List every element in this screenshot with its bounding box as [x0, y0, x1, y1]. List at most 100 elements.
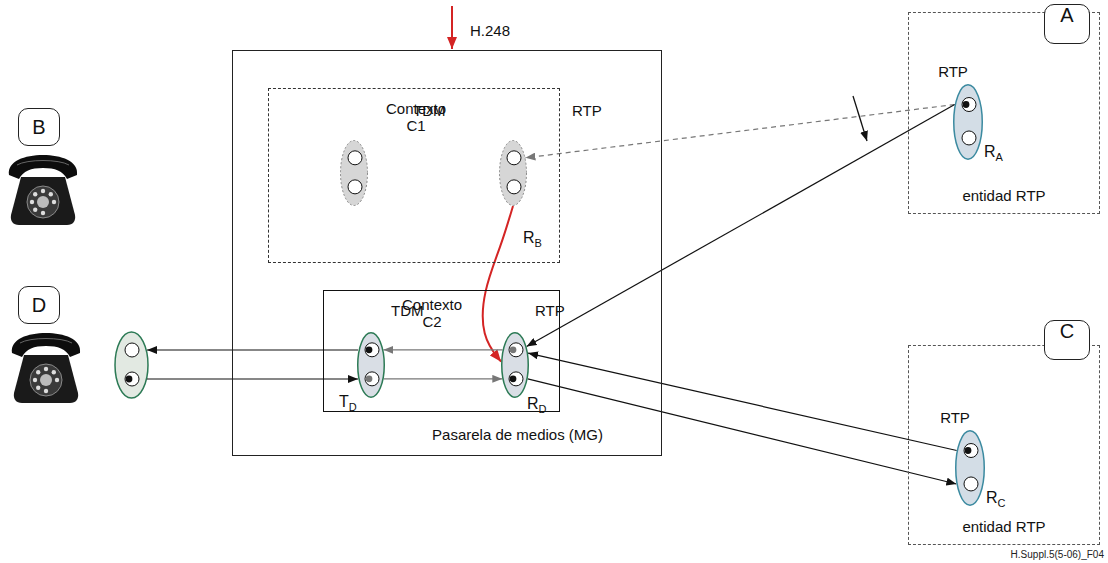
telephone-icon [9, 155, 77, 179]
port-circle [348, 180, 362, 194]
termination-type: RTP [940, 409, 970, 497]
termination-outline [954, 85, 983, 160]
telephone-icon [11, 177, 75, 225]
port-circle [509, 372, 523, 386]
termination-outline [341, 141, 368, 206]
termination-type: RTP [938, 63, 968, 151]
party-letter: D [18, 286, 60, 324]
port-dot [366, 375, 373, 382]
telephone-icon [33, 378, 37, 382]
box-label: Contexto C2 [395, 296, 469, 399]
phone-termination [126, 376, 133, 383]
termination-outline [357, 332, 385, 398]
telephone-icon [41, 189, 45, 193]
port-dot [965, 447, 972, 454]
termination: RTPRC [955, 430, 985, 506]
port-circle [964, 477, 978, 491]
termination-outline [955, 430, 985, 506]
figure-id: H.Suppl.5(5-06)_F04 [1011, 549, 1104, 560]
termination-outline [499, 140, 527, 206]
party-letter-text: D [32, 294, 46, 317]
party-letter: A [1044, 4, 1090, 44]
telephone-icon [30, 200, 34, 204]
box-label: Contexto C1 [379, 100, 453, 250]
rtp-entity: ARTPRAentidad RTP [908, 12, 1100, 214]
media-flow-arrow [527, 105, 955, 347]
telephone-icon [52, 370, 56, 374]
context-box: TDMTD RTPRD Contexto C2 [323, 290, 560, 412]
port-dot [963, 101, 970, 108]
line-wire [147, 378, 358, 379]
termination: TDM [340, 140, 368, 206]
phone-termination [125, 343, 139, 357]
rtp-entity: CRTPRCentidad RTP [908, 345, 1100, 545]
telephone-icon [49, 192, 53, 196]
party-letter-text: B [32, 116, 45, 139]
port-circle [509, 372, 523, 386]
port-circle [348, 180, 362, 194]
context-box: TDM RTPRB Contexto C1 [268, 88, 560, 263]
party-letter: C [1044, 320, 1090, 360]
port-circle [365, 343, 379, 357]
termination-outline [358, 333, 385, 398]
port-circle [964, 444, 978, 458]
telephone-icon [37, 196, 49, 208]
media-flow-arrow [384, 378, 503, 379]
phone-termination [125, 372, 139, 386]
termination-outline [956, 431, 985, 506]
port-dot [510, 375, 517, 382]
port-circle [962, 131, 976, 145]
termination-type: RTP [535, 302, 609, 386]
party-letter: B [18, 108, 60, 146]
port-dot [366, 346, 373, 353]
port-circle [365, 372, 379, 386]
port-dot [510, 346, 517, 353]
phone-termination [115, 332, 148, 398]
port-circle [509, 343, 523, 357]
telephone-icon [27, 186, 59, 218]
telephone-icon [44, 389, 48, 393]
move-arrow [853, 96, 867, 141]
termination-outline [501, 332, 529, 398]
telephone-icon [17, 161, 69, 166]
port-circle [962, 98, 976, 112]
port-circle [348, 151, 362, 165]
media-gateway: TDM RTPRB Contexto C1 TDMTD RTPRD Contexto C2… [232, 50, 662, 456]
telephone-icon [55, 378, 59, 382]
phone-termination [115, 332, 148, 398]
telephone-icon [41, 211, 45, 215]
termination: RTPRA [953, 84, 983, 160]
telephone-icon [12, 333, 80, 403]
termination: TDMTD [357, 332, 385, 398]
telephone-icon [14, 355, 78, 403]
telephone-icon [33, 192, 37, 196]
party-letter-text: A [1060, 4, 1073, 27]
termination: RTPRD [501, 332, 529, 398]
telephone-icon [12, 333, 80, 357]
telephone-icon [40, 374, 52, 386]
termination-outline [500, 141, 527, 206]
protocol-label: H.248 [470, 22, 510, 39]
termination: RTPRB [499, 140, 527, 206]
termination-type: RTP [572, 102, 646, 194]
port-circle [507, 151, 521, 165]
box-label: entidad RTP [909, 187, 1099, 204]
telephone-icon [36, 370, 40, 374]
telephone-icon [30, 364, 62, 396]
port-circle [507, 151, 521, 165]
port-circle [507, 180, 521, 194]
port-circle [348, 151, 362, 165]
port-circle [962, 98, 976, 112]
port-circle [509, 343, 523, 357]
party-letter-text: C [1060, 320, 1074, 343]
termination-outline [340, 140, 368, 206]
telephone-icon [36, 386, 40, 390]
port-circle [365, 343, 379, 357]
termination-outline [953, 84, 983, 160]
telephone-icon [33, 208, 37, 212]
port-circle [964, 444, 978, 458]
line-wire [147, 349, 358, 350]
port-circle [964, 477, 978, 491]
